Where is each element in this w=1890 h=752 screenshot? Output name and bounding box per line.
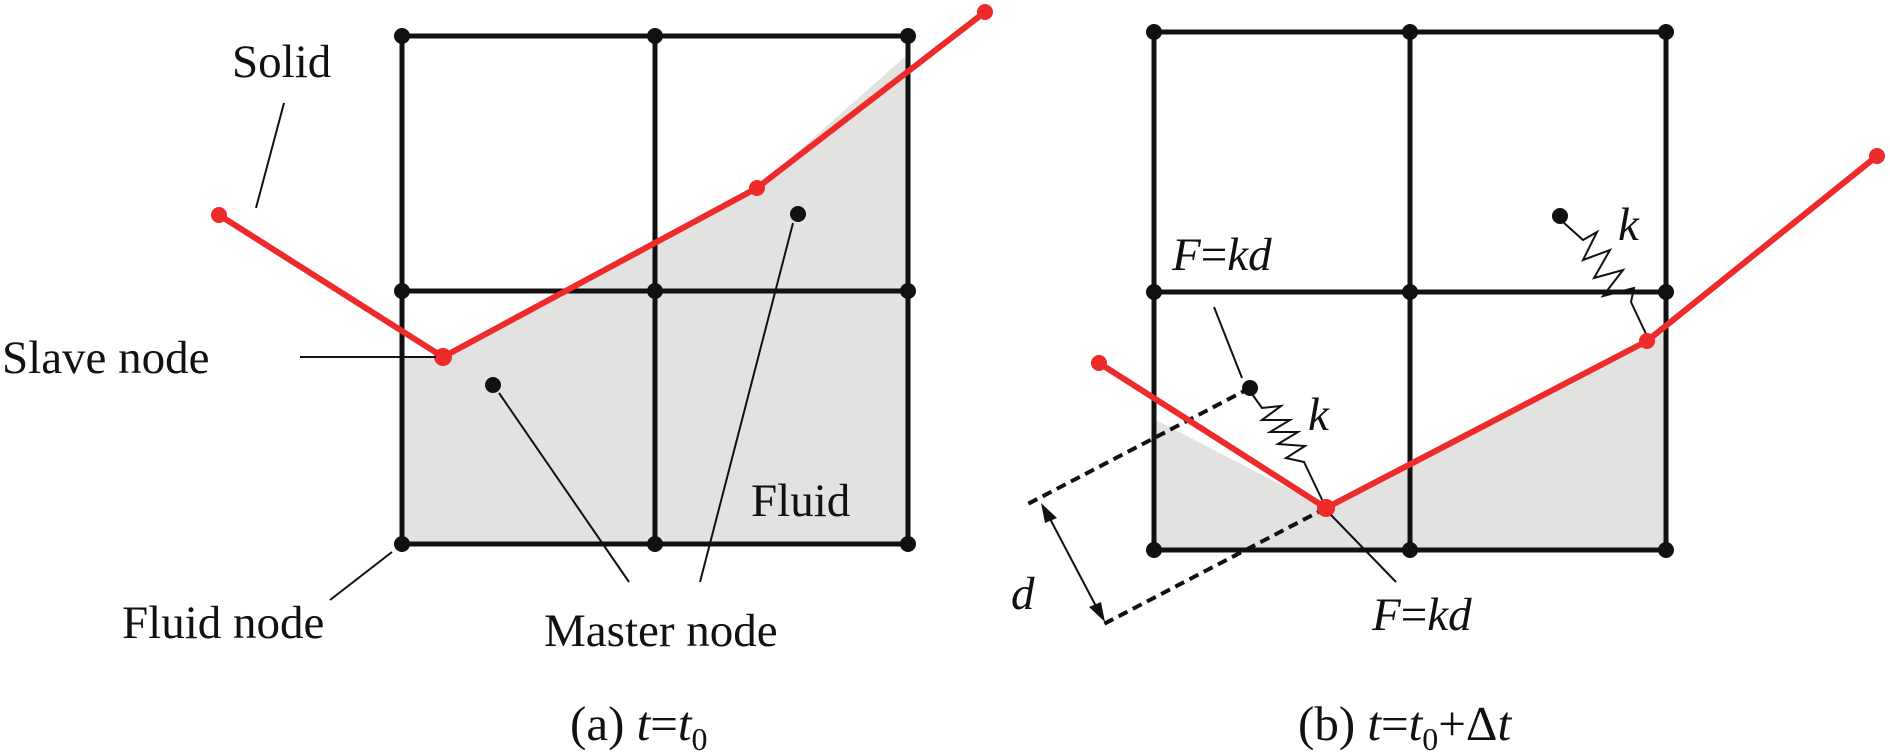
caption-a: (a) t=t0 <box>570 696 708 752</box>
fluid-nodes <box>394 28 916 552</box>
distance-label: d <box>1011 568 1035 620</box>
force-upper-symbol: F <box>1171 229 1202 281</box>
fluid-node <box>647 28 663 44</box>
slave-node <box>434 348 452 366</box>
fluid-node <box>647 283 663 299</box>
caption-b-time-var: t <box>1497 696 1512 751</box>
fluid-node <box>394 283 410 299</box>
panel-a: Solid Slave node Fluid Fluid node Master… <box>2 4 993 752</box>
solid-label: Solid <box>232 36 331 88</box>
force-upper-expr: kd <box>1227 229 1272 281</box>
fluid-node <box>394 28 410 44</box>
fluid-node <box>1146 24 1162 40</box>
master-node <box>790 206 806 222</box>
caption-b-plus-delta: +Δ <box>1438 696 1497 751</box>
distance-arrow <box>1047 514 1099 611</box>
fluid-node <box>1146 284 1162 300</box>
solid-node <box>1091 355 1107 371</box>
fluid-node <box>900 28 916 44</box>
force-leader-line <box>1330 514 1397 583</box>
fluid-mesh-grid <box>399 33 911 547</box>
caption-a-equals: = <box>650 696 678 751</box>
distance-arrowhead <box>1089 602 1105 622</box>
force-lower-symbol: F <box>1371 589 1402 641</box>
fluid-node <box>900 283 916 299</box>
spring-left <box>1251 393 1327 509</box>
fluid-node <box>394 536 410 552</box>
force-label-upper: F=kd <box>1171 229 1272 281</box>
caption-a-prefix: (a) <box>570 696 637 751</box>
fluid-label: Fluid <box>751 475 850 527</box>
fluid-node <box>1658 24 1674 40</box>
solid-boundary <box>216 9 988 360</box>
solid-node <box>211 207 227 223</box>
caption-b: (b) t=t0+Δt <box>1298 696 1512 752</box>
caption-a-time-var: t <box>678 696 693 751</box>
caption-b-time-var: t <box>1367 696 1382 751</box>
solid-node <box>1869 148 1885 164</box>
force-label-lower: F=kd <box>1371 589 1472 641</box>
fluid-node <box>1658 542 1674 558</box>
caption-b-equals: = <box>1381 696 1409 751</box>
master-node-leader-line <box>699 222 794 583</box>
master-node <box>1552 208 1568 224</box>
distance-dash-line <box>1023 386 1251 508</box>
fluid-node <box>900 536 916 552</box>
slave-node-label: Slave node <box>2 332 210 384</box>
fluid-node <box>1402 24 1418 40</box>
solid-node <box>1639 333 1655 349</box>
caption-a-time-var: t <box>637 696 652 751</box>
distance-arrowhead <box>1041 503 1057 523</box>
master-node-label: Master node <box>544 605 778 657</box>
fluid-node <box>647 536 663 552</box>
force-leader-line <box>1213 306 1243 379</box>
spring-top <box>1562 221 1647 335</box>
master-node-leader-line <box>498 392 630 583</box>
fluid-node-label: Fluid node <box>122 597 324 649</box>
distance-dash-line <box>1099 506 1327 628</box>
force-lower-expr: kd <box>1427 589 1472 641</box>
fluid-node <box>1146 542 1162 558</box>
panel-b: F=kd F=kd k k d (b) t=t0+Δt <box>1011 24 1885 752</box>
solid-node <box>749 180 765 196</box>
master-node <box>485 377 501 393</box>
fluid-nodes <box>1146 24 1674 558</box>
caption-b-time-var: t <box>1409 696 1424 751</box>
fluid-node-leader-line <box>329 551 393 601</box>
caption-a-subscript: 0 <box>692 721 708 752</box>
solid-node <box>977 4 993 20</box>
fluid-region <box>1154 332 1666 550</box>
caption-b-subscript: 0 <box>1422 721 1438 752</box>
fluid-node <box>1658 284 1674 300</box>
force-lower-equals: = <box>1401 589 1428 641</box>
force-upper-equals: = <box>1201 229 1228 281</box>
fluid-node <box>1402 542 1418 558</box>
spring-constant-label-top: k <box>1618 199 1640 251</box>
fluid-node <box>1402 284 1418 300</box>
solid-leader-line <box>255 102 285 209</box>
solid-boundary <box>1096 153 1880 511</box>
slave-node <box>1317 499 1335 517</box>
caption-b-prefix: (b) <box>1298 696 1367 751</box>
spring-constant-label-left: k <box>1308 389 1330 441</box>
